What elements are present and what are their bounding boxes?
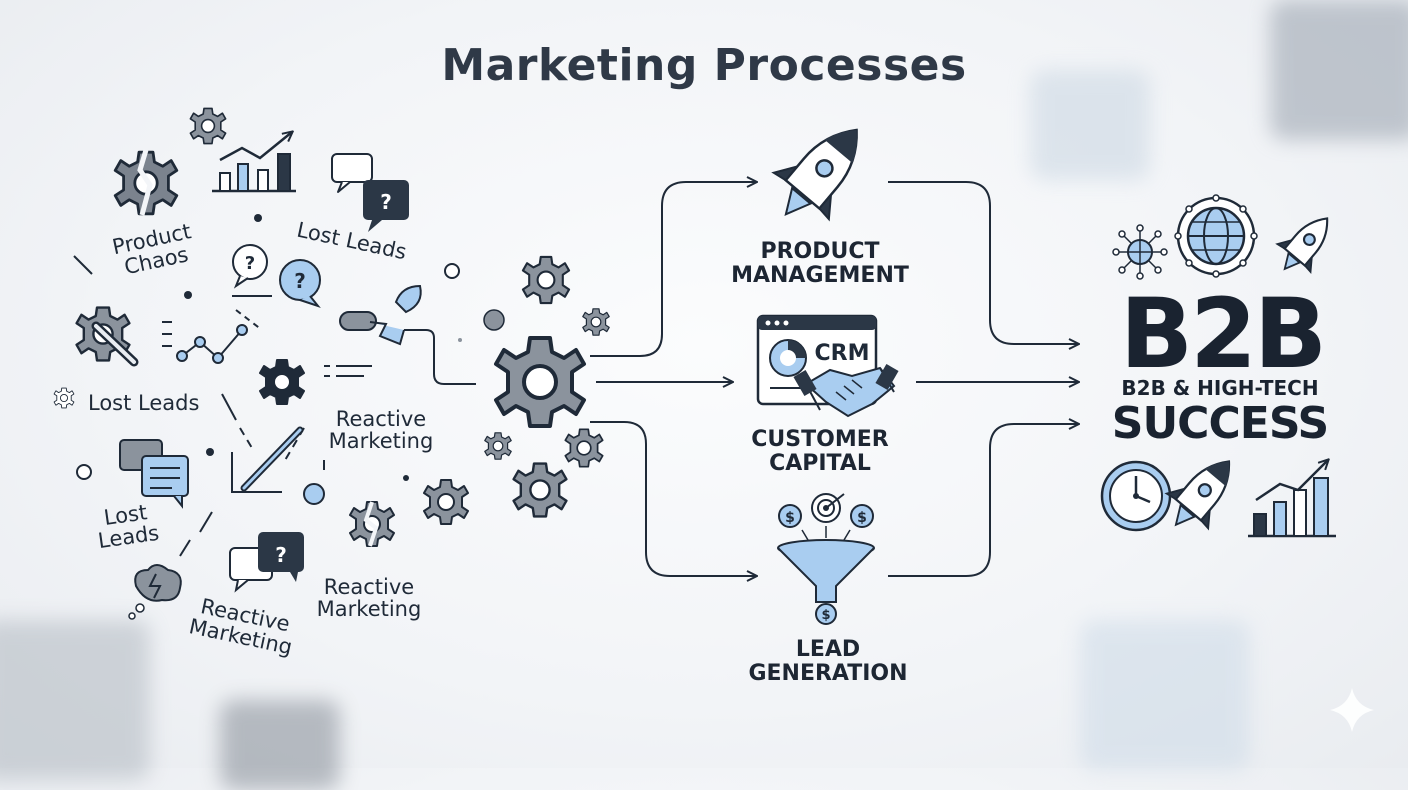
- stage-label-line: CUSTOMER: [751, 427, 889, 452]
- dot: [76, 464, 92, 480]
- label-lost-leads-bottom: Lost Leads: [87, 499, 166, 553]
- dot: [444, 263, 460, 279]
- b2b-subtitle: B2B & HIGH-TECH: [1121, 376, 1319, 400]
- question-bubbles-icon: [229, 532, 304, 593]
- label-reactive-marketing-1: Reactive Marketing: [326, 408, 436, 452]
- globe-icon: [1174, 194, 1258, 278]
- gear-icon: [423, 479, 469, 525]
- dash: [73, 255, 93, 275]
- question-mark-icon: ?: [275, 543, 287, 567]
- broken-gear-icon: [349, 501, 395, 547]
- background-blur-top-right: [1030, 70, 1150, 180]
- label-lost-leads-mid: Lost Leads: [88, 391, 200, 415]
- dot: [403, 475, 409, 481]
- diagram-canvas: ? ? ?: [53, 107, 1374, 732]
- label-line: Marketing: [316, 597, 422, 621]
- gear-icon: [259, 359, 305, 405]
- rocket-icon: [1275, 217, 1329, 274]
- growth-chart-icon: [1248, 460, 1336, 538]
- broken-gear-icon: [113, 149, 179, 216]
- stage-label-line: MANAGEMENT: [731, 263, 909, 288]
- dollar-icon: $: [821, 608, 830, 623]
- arrow-product-to-b2b: [888, 181, 1078, 344]
- gear-icon: [582, 308, 610, 336]
- label-line: Reactive: [323, 575, 415, 599]
- question-mark-icon: ?: [380, 190, 392, 214]
- line-chart-icon: [162, 321, 248, 364]
- dash: [199, 511, 213, 533]
- growth-chart-icon: [212, 132, 296, 193]
- background-blur-corner: [1270, 0, 1408, 140]
- stage-label-line: GENERATION: [748, 661, 908, 686]
- sparkle-icon: [1330, 688, 1374, 732]
- gear-icon: [189, 107, 227, 145]
- list-lines-icon: [324, 365, 372, 377]
- network-icon: [1112, 224, 1168, 280]
- wrench-gear-icon: [75, 306, 139, 367]
- dollar-icon: $: [857, 510, 867, 526]
- gear-icon: [484, 432, 512, 460]
- brain-storm-icon: [128, 564, 182, 620]
- page-title: Marketing Processes: [441, 40, 967, 91]
- gear-icon: [564, 428, 604, 468]
- stage-label-line: CAPITAL: [769, 451, 871, 476]
- main-gear-icon: [494, 336, 586, 428]
- question-mark-icon: ?: [294, 269, 306, 293]
- question-bubble-icon: [232, 244, 268, 289]
- label-line: Marketing: [328, 429, 434, 453]
- gear-icon: [53, 387, 75, 409]
- arrow-lead-to-b2b: [888, 424, 1078, 577]
- dot: [254, 214, 262, 222]
- clock-icon: [1100, 460, 1172, 532]
- dot: [184, 291, 192, 299]
- handshake-icon: [793, 363, 899, 418]
- stage-lead-generation: LEAD GENERATION: [698, 638, 958, 686]
- gear-icon: [512, 462, 568, 518]
- dot: [303, 483, 325, 505]
- question-bubble-icon: [279, 259, 321, 309]
- dash: [239, 427, 253, 449]
- dash: [179, 539, 191, 557]
- gear-icon: [521, 255, 571, 305]
- background-blur-bottom-left: [0, 620, 150, 780]
- crm-label: CRM: [815, 341, 870, 366]
- question-mark-icon: ?: [245, 253, 255, 274]
- rocket-icon: [1164, 460, 1231, 531]
- arrow-to-lead-generation: [590, 421, 756, 576]
- pencil-chart-icon: [231, 426, 304, 493]
- label-line: Reactive: [335, 407, 427, 431]
- dollar-icon: $: [785, 510, 795, 526]
- dot: [206, 448, 214, 456]
- stage-label-line: PRODUCT: [760, 239, 880, 264]
- dash: [221, 393, 237, 421]
- leaf-icon: [394, 284, 422, 314]
- dot: [483, 309, 505, 331]
- stage-customer-capital: CUSTOMER CAPITAL: [690, 428, 950, 476]
- chat-bubbles-icon: [331, 153, 409, 232]
- funnel-icon: [777, 493, 875, 625]
- b2b-success: SUCCESS: [1111, 398, 1329, 449]
- connector-line: [404, 329, 476, 385]
- dash: [235, 309, 263, 331]
- stage-product-management: PRODUCT MANAGEMENT: [690, 240, 950, 288]
- stage-label-line: LEAD: [795, 637, 861, 662]
- arrow-to-product-management: [590, 182, 756, 357]
- label-reactive-marketing-2: Reactive Marketing: [312, 576, 426, 620]
- background-blur-bottom-right: [1080, 620, 1250, 770]
- chat-bubbles-icon: [119, 439, 189, 509]
- rocket-icon: [771, 128, 858, 222]
- broken-pipe-icon: [339, 311, 405, 346]
- dot: [458, 338, 462, 342]
- b2b-heading: B2B: [1119, 278, 1327, 390]
